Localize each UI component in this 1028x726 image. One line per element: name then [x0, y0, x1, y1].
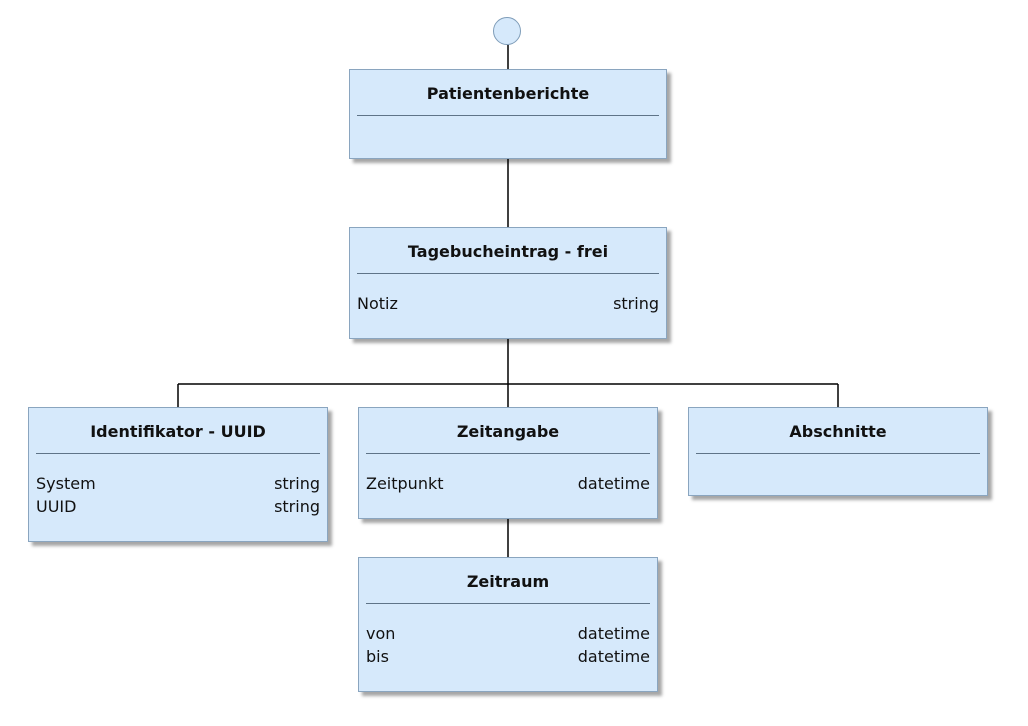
attribute-row: System string	[36, 472, 320, 495]
node-attributes: Zeitpunkt datetime	[359, 454, 657, 495]
node-title: Identifikator - UUID	[90, 422, 266, 441]
node-divider	[36, 453, 320, 454]
attribute-row: Zeitpunkt datetime	[366, 472, 650, 495]
node-attributes: System string UUID string	[29, 454, 327, 518]
node-abschnitte[interactable]: Abschnitte	[688, 407, 988, 496]
node-title: Zeitangabe	[456, 422, 560, 441]
attribute-row: UUID string	[36, 495, 320, 518]
node-title: Patientenberichte	[426, 84, 590, 103]
attribute-type: string	[613, 294, 659, 313]
attribute-type: string	[274, 474, 320, 493]
start-node[interactable]	[493, 17, 521, 45]
attribute-type: datetime	[577, 624, 650, 643]
attribute-name: Notiz	[357, 294, 398, 313]
node-identifikator[interactable]: Identifikator - UUID System string UUID …	[28, 407, 328, 542]
attribute-row: bis datetime	[366, 645, 650, 668]
node-divider	[366, 453, 650, 454]
attribute-type: datetime	[577, 474, 650, 493]
node-zeitangabe[interactable]: Zeitangabe Zeitpunkt datetime	[358, 407, 658, 519]
node-tagebucheintrag[interactable]: Tagebucheintrag - frei Notiz string	[349, 227, 667, 339]
attribute-type: string	[274, 497, 320, 516]
node-zeitraum[interactable]: Zeitraum von datetime bis datetime	[358, 557, 658, 692]
node-title: Abschnitte	[789, 422, 887, 441]
node-patientenberichte[interactable]: Patientenberichte	[349, 69, 667, 159]
attribute-name: Zeitpunkt	[366, 474, 444, 493]
attribute-row: Notiz string	[357, 292, 659, 315]
attribute-row: von datetime	[366, 622, 650, 645]
node-title: Zeitraum	[466, 572, 550, 591]
attribute-type: datetime	[577, 647, 650, 666]
attribute-name: UUID	[36, 497, 77, 516]
node-attributes: Notiz string	[350, 274, 666, 315]
node-divider	[357, 115, 659, 116]
attribute-name: bis	[366, 647, 389, 666]
node-divider	[357, 273, 659, 274]
attribute-name: von	[366, 624, 396, 643]
node-divider	[366, 603, 650, 604]
node-title: Tagebucheintrag - frei	[407, 242, 609, 261]
attribute-name: System	[36, 474, 96, 493]
node-attributes: von datetime bis datetime	[359, 604, 657, 668]
node-divider	[696, 453, 980, 454]
